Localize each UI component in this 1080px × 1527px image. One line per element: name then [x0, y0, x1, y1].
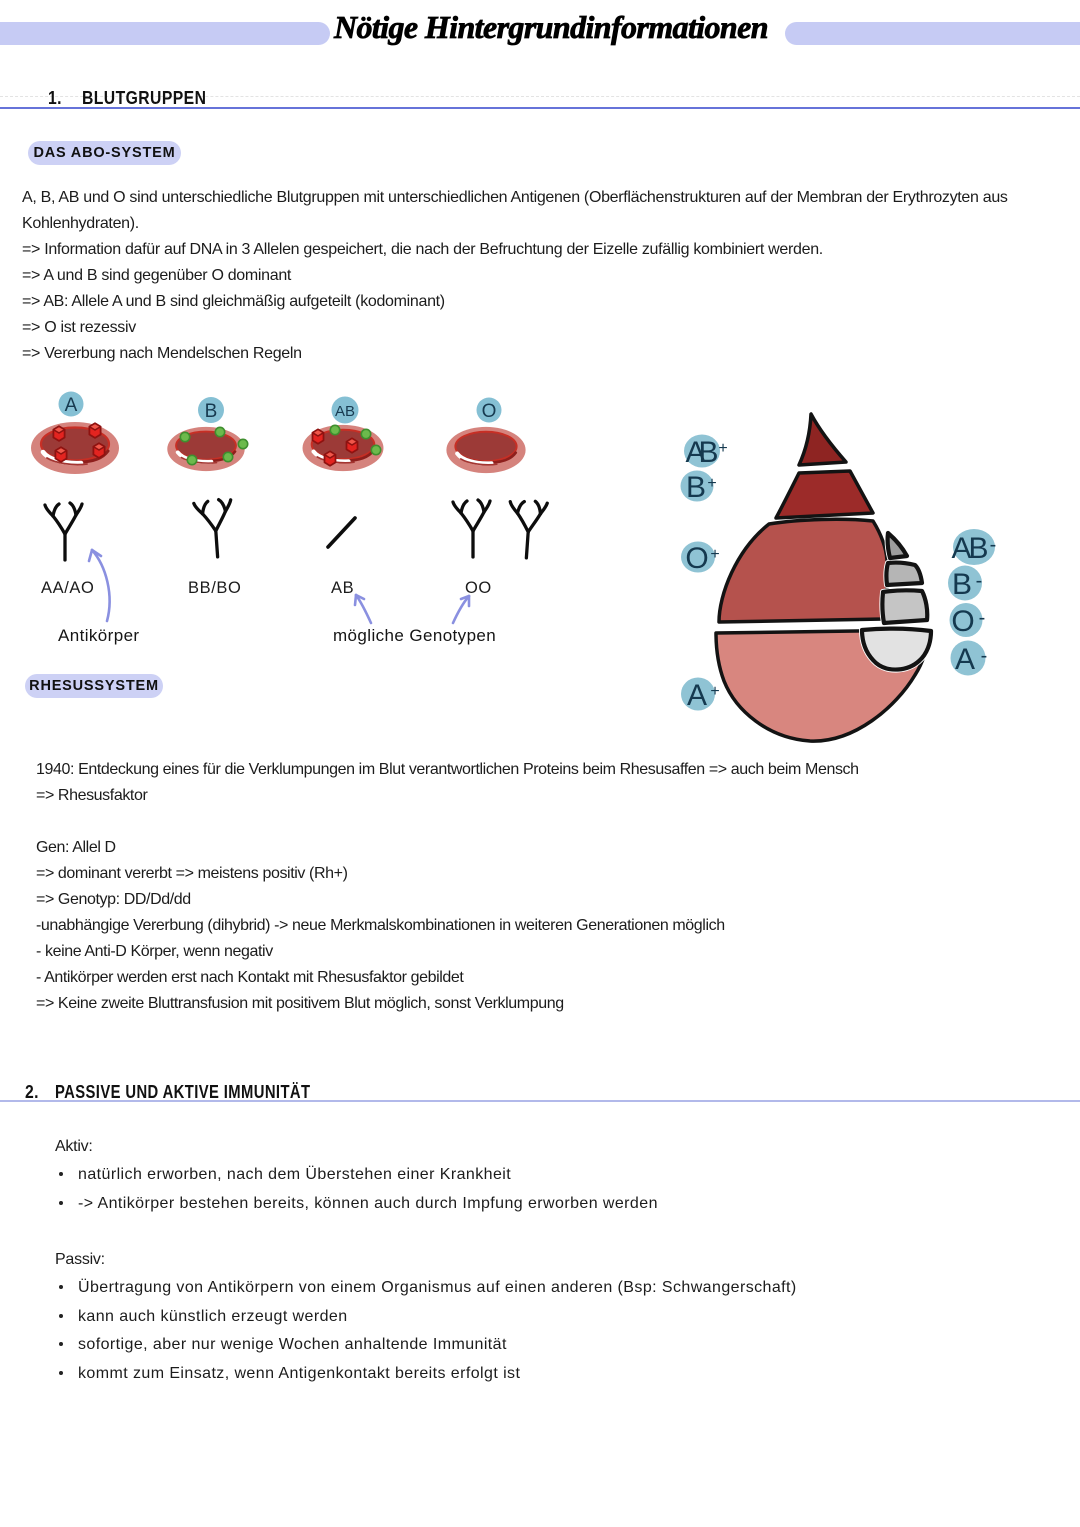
svg-text:+: +: [710, 683, 719, 700]
svg-text:A: A: [65, 395, 78, 416]
svg-text:-: -: [981, 645, 988, 667]
svg-text:O: O: [951, 605, 974, 638]
svg-text:-: -: [976, 570, 983, 592]
svg-text:A: A: [687, 679, 707, 712]
svg-text:+: +: [707, 475, 716, 492]
svg-text:B: B: [205, 401, 218, 422]
svg-text:AB: AB: [335, 403, 355, 420]
svg-text:O: O: [482, 401, 497, 422]
svg-text:B: B: [952, 568, 972, 601]
svg-text:mögliche Genotypen: mögliche Genotypen: [333, 626, 496, 645]
svg-text:OO: OO: [465, 579, 492, 597]
svg-text:AB: AB: [331, 579, 354, 597]
svg-text:A: A: [955, 643, 975, 676]
svg-text:-: -: [979, 607, 986, 629]
svg-text:+: +: [718, 440, 727, 457]
svg-text:Antikörper: Antikörper: [58, 626, 139, 645]
svg-text:AA/AO: AA/AO: [41, 579, 94, 597]
svg-text:O: O: [685, 542, 708, 575]
svg-text:AB: AB: [686, 436, 719, 469]
svg-text:+: +: [710, 546, 719, 563]
svg-text:B: B: [686, 471, 706, 504]
svg-text:BB/BO: BB/BO: [188, 579, 241, 597]
svg-text:AB: AB: [952, 532, 989, 565]
svg-text:-: -: [990, 534, 997, 556]
